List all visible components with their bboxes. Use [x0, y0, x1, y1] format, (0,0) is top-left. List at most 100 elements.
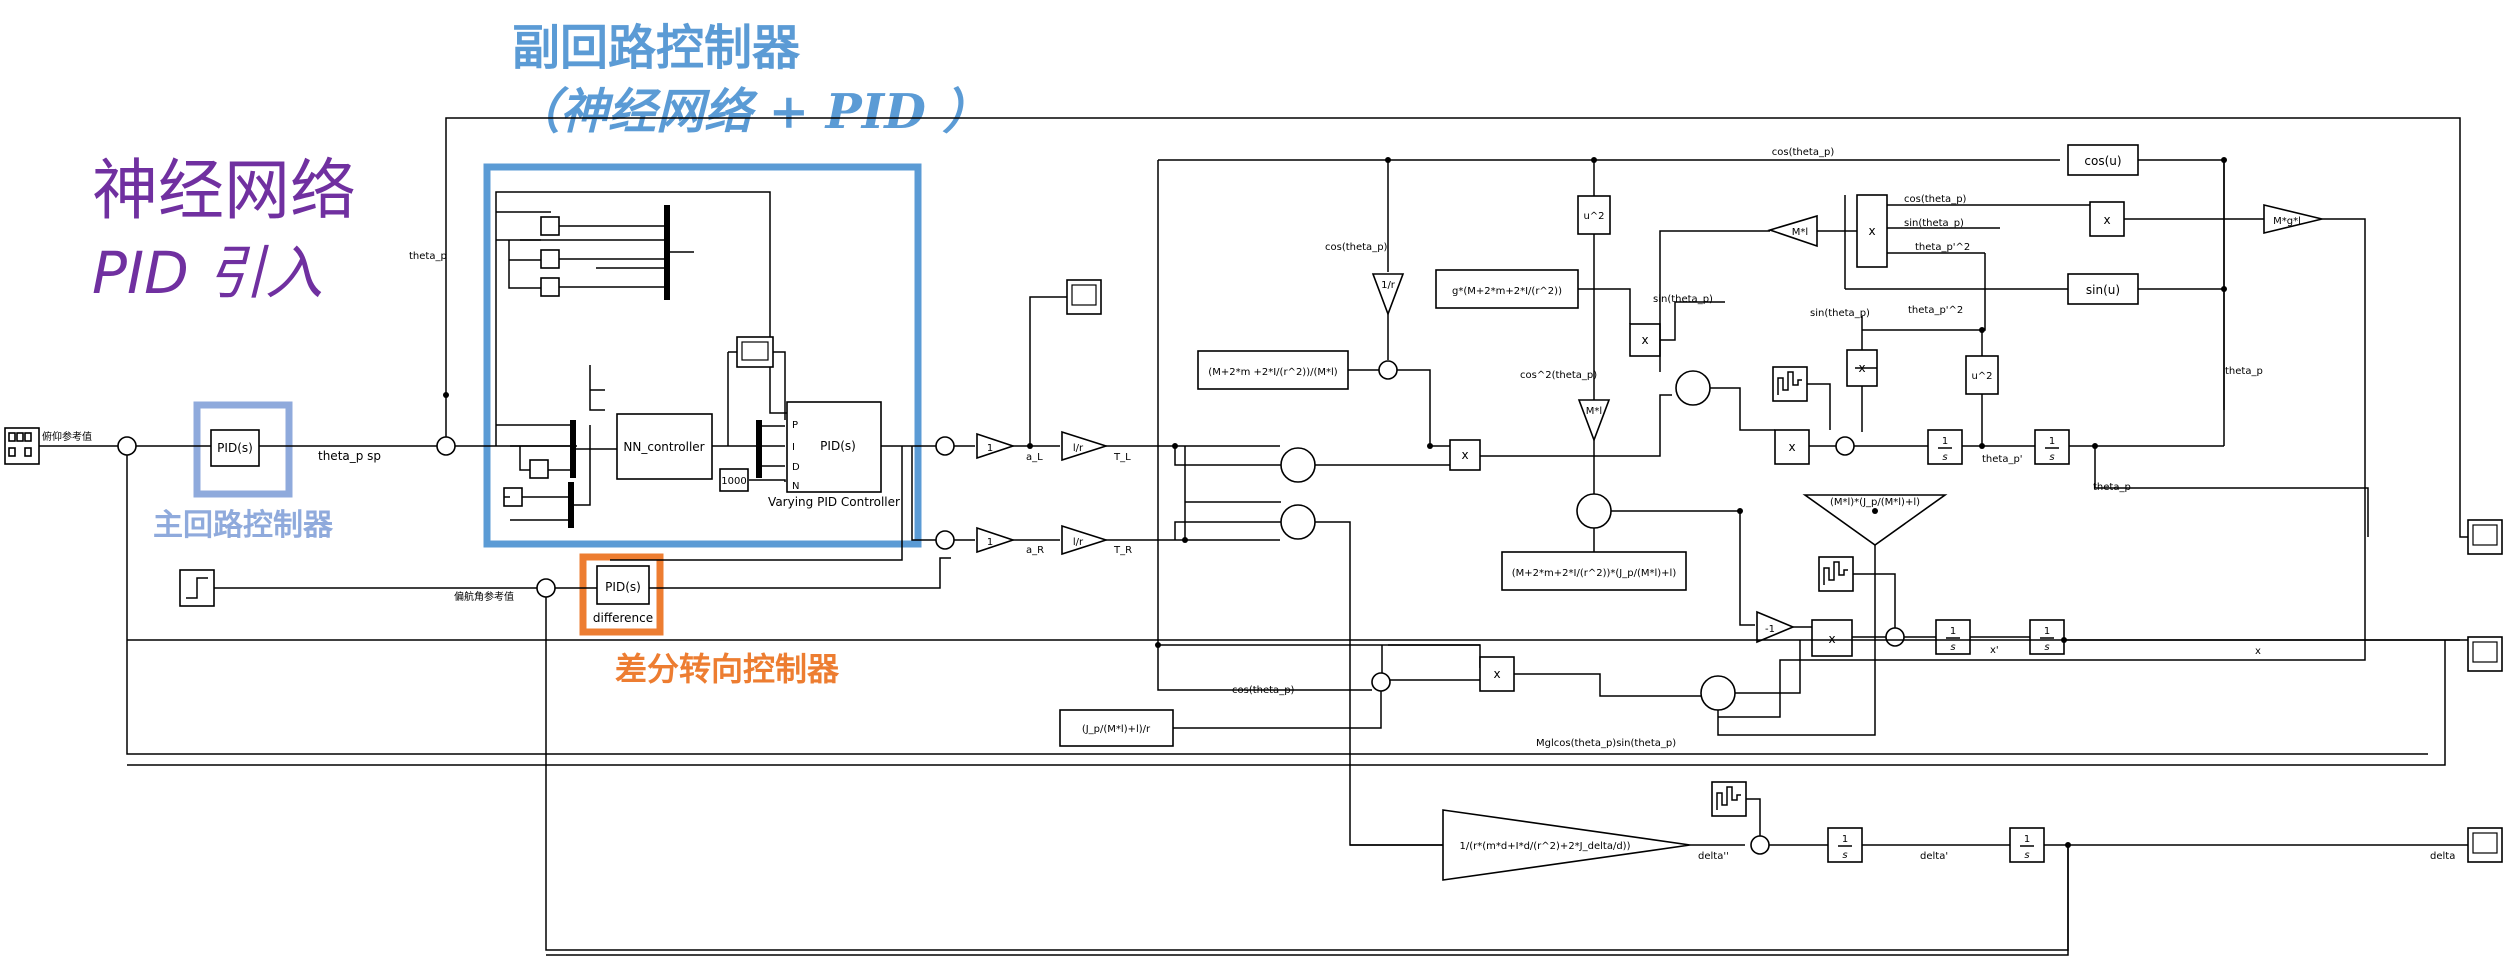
cos-u-block[interactable] — [2067, 144, 2139, 176]
gain-neg1-label: -1 — [1765, 624, 1775, 635]
delta-label: delta — [2430, 851, 2455, 862]
main-pid-block[interactable] — [210, 429, 260, 467]
annotation-nn-pid-line1: 神经网络 — [92, 152, 356, 229]
gain-Jp-expr-block[interactable] — [1802, 494, 1948, 546]
sin-theta-p-label-2: sin(theta_p) — [1904, 218, 1964, 229]
mux-bar-mid — [570, 420, 576, 478]
pid-port-d: D — [792, 462, 800, 473]
sum-left-torque[interactable] — [935, 436, 955, 456]
sin-theta-p-label-3: sin(theta_p) — [1810, 308, 1870, 319]
gain-delta-expr-block[interactable] — [1442, 809, 1691, 881]
tilt-ref-label: 俯仰参考值 — [42, 430, 92, 443]
theta-p-dot-label: theta_p' — [1982, 454, 2023, 465]
svg-text:s: s — [1942, 452, 1947, 463]
scope-theta-p[interactable] — [2467, 519, 2503, 555]
sum-yaw-error[interactable] — [536, 578, 556, 598]
sum-theta-1[interactable] — [1378, 360, 1398, 380]
annotation-sub-loop-title: 副回路控制器 — [512, 20, 801, 76]
band-limited-noise-3[interactable] — [1711, 781, 1747, 817]
scope-delta[interactable] — [2467, 827, 2503, 863]
x-label: x — [2255, 646, 2261, 657]
integrator-delta-1[interactable]: 1 s — [1827, 827, 1863, 863]
diff-pid-caption: difference — [593, 611, 653, 625]
product-block-1[interactable] — [1449, 439, 1481, 471]
sum-sub-error[interactable] — [436, 436, 456, 456]
gain-Ml-vertical[interactable] — [1577, 399, 1611, 443]
gain-Mgl[interactable] — [2263, 203, 2323, 235]
u-squared-2-label: u^2 — [1971, 371, 1992, 382]
t-l-label: T_L — [1113, 452, 1131, 463]
product-block-7[interactable] — [1479, 656, 1515, 692]
gain-1-right[interactable] — [976, 526, 1016, 554]
const-1000-block[interactable] — [719, 468, 749, 492]
sum-main-error[interactable] — [117, 436, 137, 456]
sum-delta-ddot[interactable] — [1750, 835, 1770, 855]
gain-l-over-r-left[interactable] — [1061, 430, 1109, 462]
varying-pid-block[interactable] — [786, 401, 882, 493]
gain-M-expr-block[interactable] — [1197, 350, 1349, 390]
a-l-label: a_L — [1026, 452, 1043, 463]
scope-a-l[interactable] — [1066, 279, 1102, 315]
gain-Ml-vertical-label: M*l — [1586, 406, 1602, 417]
diff-pid-block[interactable] — [596, 565, 650, 605]
gain-1-left[interactable] — [976, 432, 1016, 460]
delay-block-1 — [540, 216, 560, 236]
sum-theta-ddot[interactable] — [1675, 370, 1711, 406]
sin-u-label: sin(u) — [2086, 283, 2120, 297]
nn-controller-label: NN_controller — [623, 440, 704, 454]
product-block-6[interactable] — [1811, 619, 1853, 657]
sum-x-coupling[interactable] — [1371, 672, 1391, 692]
gain-Jr-expr-block[interactable] — [1059, 709, 1174, 747]
gain-1-left-label: 1 — [987, 443, 993, 454]
pid-port-i: I — [792, 442, 795, 453]
scope-x[interactable] — [2467, 636, 2503, 672]
integrator-x-1[interactable]: 1 s — [1935, 619, 1971, 655]
integrator-theta-1[interactable]: 1 s — [1927, 429, 1963, 465]
step-block[interactable] — [179, 569, 215, 607]
gain-neg1[interactable] — [1756, 610, 1796, 644]
sum-theta-sub-block[interactable] — [1774, 429, 1810, 465]
cos-u-label: cos(u) — [2084, 154, 2121, 168]
svg-text:1: 1 — [2049, 436, 2055, 447]
svg-text:1: 1 — [2044, 626, 2050, 637]
product-1-label: x — [1461, 448, 1468, 462]
gain-one-over-r[interactable] — [1371, 273, 1405, 317]
product-7-label: x — [1493, 667, 1500, 681]
cos-theta-p-top-label: cos(theta_p) — [1772, 147, 1835, 158]
integrator-delta-2[interactable]: 1 s — [2009, 827, 2045, 863]
cos-theta-p-label-1: cos(theta_p) — [1325, 242, 1388, 253]
sum-x-ddot[interactable] — [1885, 627, 1905, 647]
svg-text:1: 1 — [1842, 834, 1848, 845]
band-limited-noise-1[interactable] — [1772, 366, 1808, 402]
sum-right-torque[interactable] — [935, 530, 955, 550]
theta-p-dot-sq-label-2: theta_p'^2 — [1908, 305, 1963, 316]
theta-p-label-low: theta_p — [2093, 482, 2131, 493]
sum-x-total[interactable] — [1700, 675, 1736, 711]
gain-l-over-r-right-label: l/r — [1073, 537, 1084, 548]
signal-builder-block[interactable] — [4, 427, 40, 465]
sum-torque-total[interactable] — [1280, 447, 1316, 483]
mux-bar-bottom — [568, 482, 574, 528]
yaw-ref-label: 偏航角参考值 — [454, 590, 514, 603]
integrator-theta-2[interactable]: 1 s — [2034, 429, 2070, 465]
const-1000-label: 1000 — [721, 476, 746, 487]
integrator-x-2[interactable]: 1 s — [2029, 619, 2065, 655]
sum-torque-diff[interactable] — [1280, 504, 1316, 540]
delta-ddot-label: delta'' — [1698, 851, 1729, 862]
delta-dot-label: delta' — [1920, 851, 1948, 862]
sin-theta-p-label-1: sin(theta_p) — [1653, 294, 1713, 305]
sum-denominator[interactable] — [1576, 493, 1612, 529]
sum-theta-final[interactable] — [1835, 436, 1855, 456]
gain-g-expr-label: g*(M+2*m+2*I/(r^2)) — [1452, 286, 1562, 297]
annotation-diff-steer: 差分转向控制器 — [615, 650, 840, 688]
diff-steer-highlight-box — [579, 553, 664, 636]
gain-den-expr-block[interactable] — [1501, 551, 1687, 591]
theta-p-label-right: theta_p — [2225, 366, 2263, 377]
band-limited-noise-2[interactable] — [1818, 556, 1854, 592]
gain-g-expr-block[interactable] — [1435, 269, 1579, 309]
svg-text:s: s — [2049, 452, 2054, 463]
product-4-label: x — [2103, 213, 2110, 227]
product-block-3[interactable] — [1856, 194, 1888, 268]
gain-l-over-r-right[interactable] — [1061, 524, 1109, 556]
